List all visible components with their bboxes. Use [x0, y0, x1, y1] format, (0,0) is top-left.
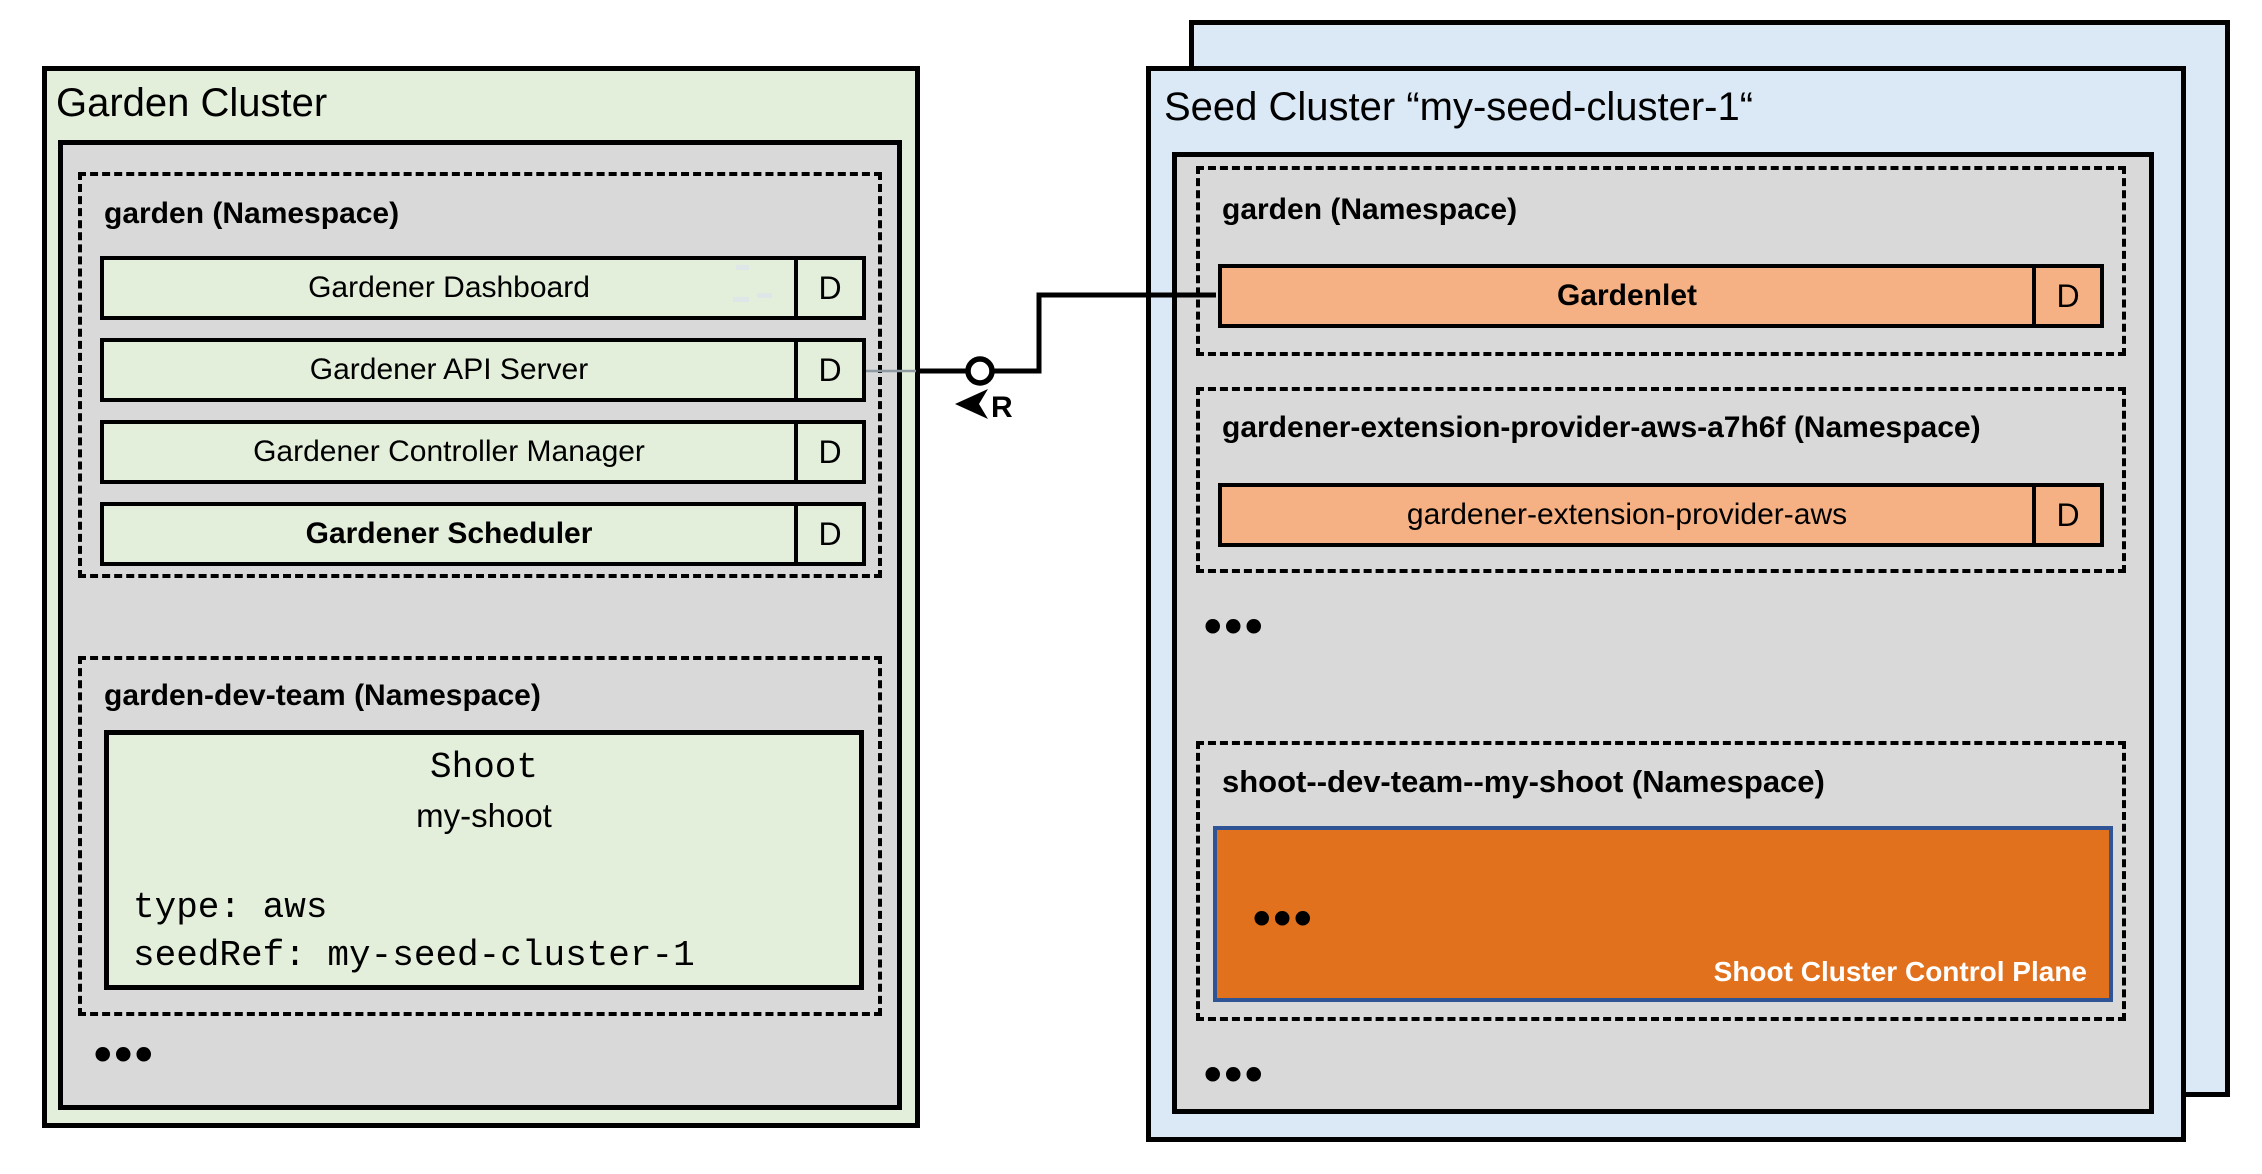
- namespace-garden-box: [78, 172, 882, 578]
- component-row-gardenlet: Gardenlet D: [1218, 264, 2104, 328]
- component-label: Gardener Dashboard: [104, 260, 798, 316]
- faint-dash-icon: [757, 293, 772, 298]
- namespace-garden-title: garden (Namespace): [104, 197, 400, 230]
- component-row-gardener-scheduler: Gardener Scheduler D: [100, 502, 866, 566]
- seed-namespace-extension-title: gardener-extension-provider-aws-a7h6f (N…: [1222, 411, 1981, 444]
- ellipsis-seed-2: •••: [1198, 1047, 1269, 1105]
- shoot-spec-type: type: aws: [133, 887, 328, 928]
- faint-dash-icon: [736, 265, 749, 270]
- component-label: Gardener API Server: [104, 342, 798, 398]
- component-label: Gardenlet: [1222, 268, 2036, 324]
- control-plane-label: Shoot Cluster Control Plane: [1713, 956, 2087, 987]
- shoot-kind: Shoot: [429, 747, 539, 788]
- deployment-badge: D: [818, 269, 842, 306]
- component-row-gardener-dashboard: Gardener Dashboard D: [100, 256, 866, 320]
- component-label: Gardener Controller Manager: [104, 424, 798, 480]
- shoot-name: my-shoot: [416, 797, 552, 834]
- seed-namespace-shoot-box: [1196, 741, 2126, 1021]
- component-row-gardener-controller-manager: Gardener Controller Manager D: [100, 420, 866, 484]
- component-row-gardener-api-server: Gardener API Server D: [100, 338, 866, 402]
- shoot-resource-card: Shoot my-shoot type: aws seedRef: my-see…: [104, 730, 864, 990]
- seed-namespace-extension-box: [1196, 387, 2126, 573]
- component-label: gardener-extension-provider-aws: [1222, 487, 2036, 543]
- ellipsis-garden: •••: [88, 1027, 159, 1085]
- component-row-extension-provider-aws: gardener-extension-provider-aws D: [1218, 483, 2104, 547]
- deployment-badge: D: [818, 515, 842, 552]
- shoot-spec-seedref: seedRef: my-seed-cluster-1: [133, 935, 695, 976]
- faint-dash-icon: [733, 297, 749, 302]
- component-label: Gardener Scheduler: [104, 506, 798, 562]
- ellipsis-control-plane: •••: [1247, 891, 1318, 949]
- seed-namespace-garden-box: [1196, 166, 2126, 356]
- seed-cluster-title: Seed Cluster “my-seed-cluster-1“: [1164, 85, 1754, 129]
- ellipsis-seed-1: •••: [1198, 599, 1269, 657]
- garden-cluster-title: Garden Cluster: [56, 81, 328, 125]
- deployment-badge: D: [818, 433, 842, 470]
- seed-namespace-shoot-title: shoot--dev-team--my-shoot (Namespace): [1222, 764, 1825, 799]
- deployment-badge: D: [818, 351, 842, 388]
- namespace-dev-team-box: [78, 656, 882, 1016]
- deployment-badge: D: [2056, 496, 2080, 533]
- direction-arrow-icon: [955, 389, 988, 419]
- interface-circle-icon: [965, 356, 995, 386]
- namespace-dev-team-title: garden-dev-team (Namespace): [104, 679, 541, 712]
- connector-relation-label: R: [991, 391, 1013, 424]
- seed-namespace-garden-title: garden (Namespace): [1222, 193, 1518, 226]
- deployment-badge: D: [2056, 277, 2080, 314]
- shoot-control-plane-box: ••• Shoot Cluster Control Plane: [1213, 826, 2113, 1002]
